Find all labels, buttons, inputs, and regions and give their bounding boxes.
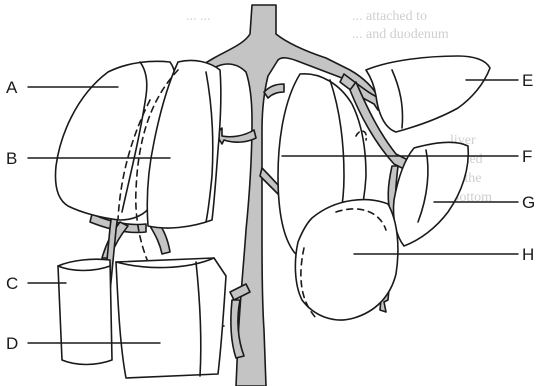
branch-b (216, 128, 256, 144)
lobe-d (116, 258, 226, 378)
branch-top-right (264, 84, 284, 98)
label-c: C (6, 275, 18, 292)
lobe-e (366, 56, 490, 132)
label-a: A (6, 79, 17, 96)
lobe-c (58, 259, 112, 364)
label-h: H (522, 246, 534, 263)
label-b: B (6, 150, 17, 167)
label-f: F (522, 148, 532, 165)
label-e: E (522, 72, 533, 89)
label-d: D (6, 335, 18, 352)
label-g: G (522, 194, 535, 211)
